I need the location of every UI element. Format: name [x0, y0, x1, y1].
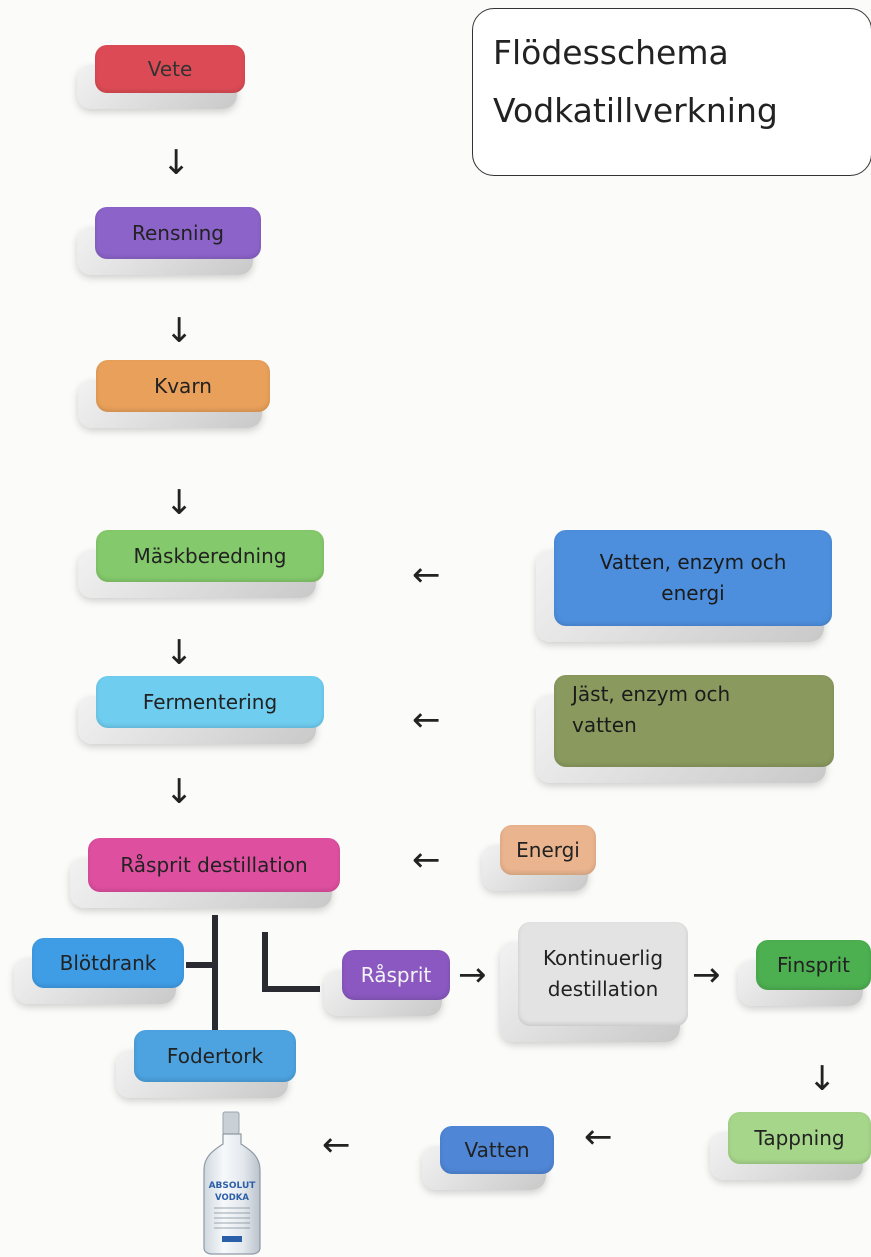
arrow-down-1: ↓ [162, 143, 191, 183]
arrow-left-2: ← [412, 700, 441, 740]
arrow-left-1: ← [412, 555, 441, 595]
bottle-product-text: VODKA [215, 1193, 249, 1203]
node-tappning: Tappning [710, 1112, 871, 1180]
node-fermentering-label: Fermentering [96, 676, 324, 728]
node-maskberedning-label: Mäskberedning [96, 530, 324, 582]
bottle-brand-text: ABSOLUT [209, 1181, 257, 1191]
arrow-down-4: ↓ [165, 633, 194, 673]
vodka-bottle-icon: ABSOLUT VODKA [203, 1111, 261, 1255]
arrow-left-4: ← [584, 1117, 613, 1157]
connector-horizontal-blotdrank [186, 962, 216, 968]
node-rensning-label: Rensning [95, 207, 261, 259]
node-kvarn: Kvarn [78, 360, 270, 428]
node-vatten-enzym-energi-line2: energi [661, 581, 725, 605]
node-vatten-enzym-energi-line1: Vatten, enzym och [599, 550, 787, 574]
arrow-down-2: ↓ [165, 311, 194, 351]
node-rasprit: Råsprit [324, 950, 450, 1016]
connector-vertical-right [262, 932, 268, 992]
node-kontinuerlig-destillation-face: Kontinuerlig destillation [518, 922, 688, 1026]
arrow-down-5: ↓ [165, 772, 194, 812]
node-fodertork-label: Fodertork [134, 1030, 296, 1082]
node-rasprit-destillation: Råsprit destillation [70, 838, 340, 908]
node-maskberedning: Mäskberedning [78, 530, 324, 598]
node-blotdrank: Blötdrank [14, 938, 184, 1004]
arrow-right-2: → [692, 955, 721, 995]
node-rasprit-destillation-label: Råsprit destillation [88, 838, 340, 892]
title-line-1: Flödesschema [493, 33, 729, 72]
node-vatten-enzym-energi-face: Vatten, enzym och energi [554, 530, 832, 626]
node-kvarn-label: Kvarn [96, 360, 270, 412]
node-kontinuerlig-line2: destillation [547, 977, 659, 1001]
title-line-2: Vodkatillverkning [493, 91, 778, 130]
node-rensning: Rensning [77, 207, 261, 275]
arrow-down-3: ↓ [165, 483, 194, 523]
node-rasprit-label: Råsprit [342, 950, 450, 1000]
node-vete: Vete [77, 45, 245, 109]
title-box: Flödesschema Vodkatillverkning [472, 8, 871, 176]
node-vatten-enzym-energi: Vatten, enzym och energi [536, 530, 832, 642]
node-vete-label: Vete [95, 45, 245, 93]
node-vatten: Vatten [422, 1126, 554, 1190]
arrow-right-1: → [458, 955, 487, 995]
node-vatten-label: Vatten [440, 1126, 554, 1174]
node-finsprit: Finsprit [738, 940, 871, 1006]
node-jast-enzym-vatten-face: Jäst, enzym och vatten [554, 675, 834, 767]
node-jast-enzym-vatten: Jäst, enzym och vatten [536, 675, 834, 783]
arrow-left-3: ← [412, 840, 441, 880]
node-kontinuerlig-line1: Kontinuerlig [542, 946, 664, 970]
node-energi-label: Energi [500, 825, 596, 875]
node-kontinuerlig-destillation: Kontinuerlig destillation [500, 922, 688, 1042]
node-blotdrank-label: Blötdrank [32, 938, 184, 988]
node-fodertork: Fodertork [116, 1030, 296, 1098]
connector-horizontal-rasprit [262, 986, 320, 992]
arrow-left-5: ← [322, 1125, 351, 1165]
node-energi: Energi [482, 825, 596, 891]
node-finsprit-label: Finsprit [756, 940, 871, 990]
connector-vertical-left [212, 915, 218, 1048]
arrow-down-6: ↓ [808, 1059, 837, 1099]
node-tappning-label: Tappning [728, 1112, 871, 1164]
node-jast-enzym-vatten-line2: vatten [572, 713, 637, 737]
node-jast-enzym-vatten-line1: Jäst, enzym och [572, 682, 731, 706]
node-fermentering: Fermentering [78, 676, 324, 744]
